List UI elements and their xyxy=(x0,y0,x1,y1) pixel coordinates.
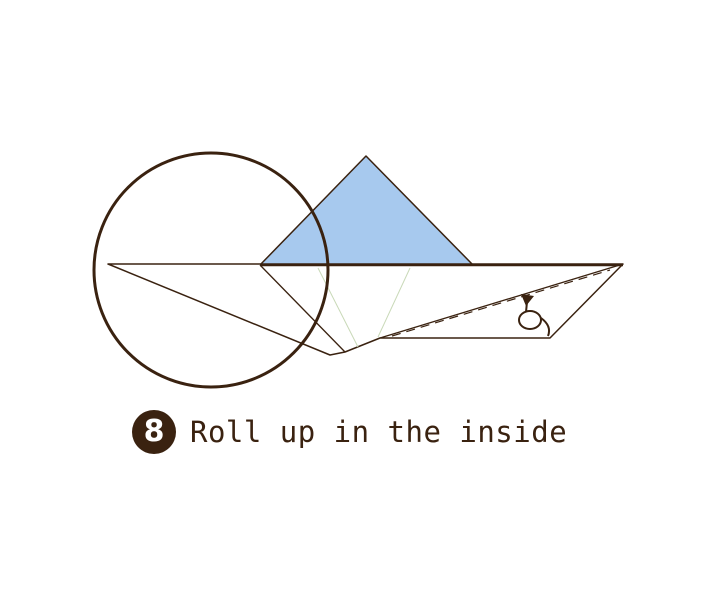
step-number-badge: 8 xyxy=(132,410,176,454)
crease-line-1 xyxy=(317,267,359,348)
left-fold-line xyxy=(259,264,346,353)
magnify-circle-icon xyxy=(92,151,330,389)
blue-flap xyxy=(259,155,474,266)
crease-line-2 xyxy=(377,267,411,338)
paper-body xyxy=(107,263,624,356)
valley-fold-line xyxy=(391,269,611,337)
step-caption: 8 Roll up in the inside xyxy=(132,410,567,454)
step-instruction: Roll up in the inside xyxy=(190,415,568,449)
roll-arrow-icon xyxy=(518,294,551,337)
right-fold-line xyxy=(379,263,624,339)
